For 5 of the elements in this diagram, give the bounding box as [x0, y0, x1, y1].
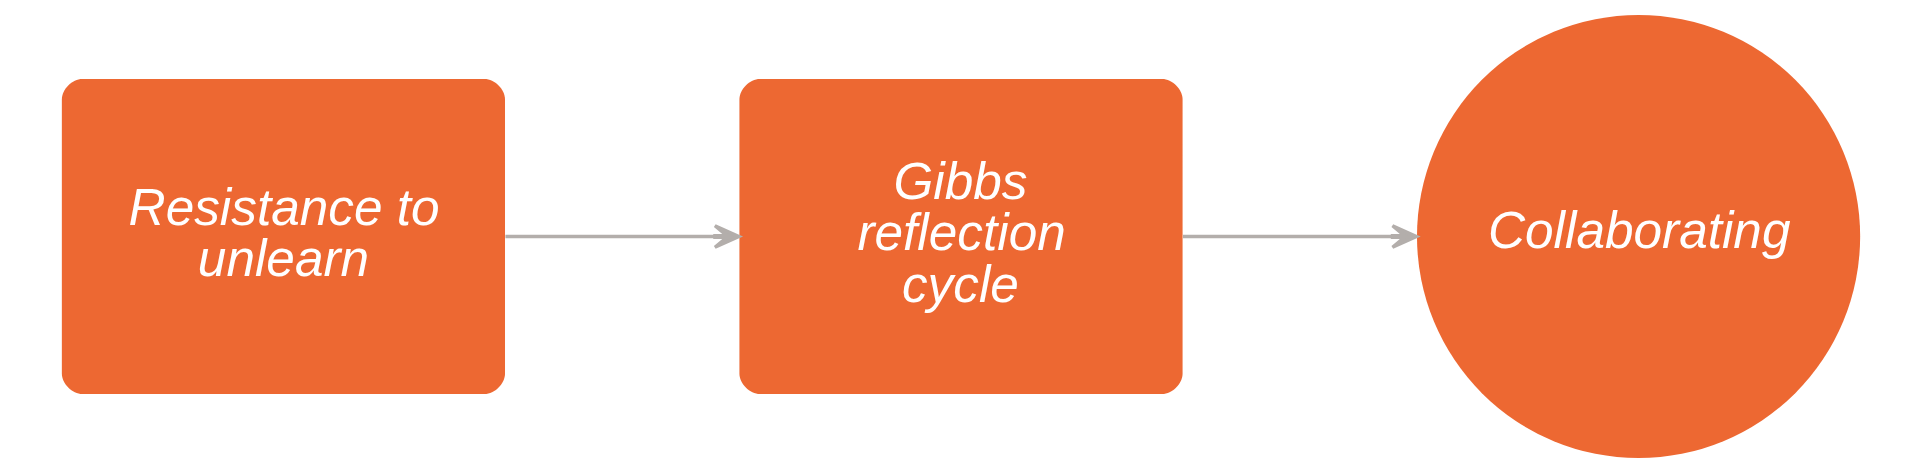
- arrow: [1183, 224, 1419, 249]
- node-circle: Collaborating: [1417, 14, 1861, 459]
- arrow: [505, 224, 741, 249]
- node-box: Gibbs reflection cycle: [739, 79, 1183, 394]
- node-box: Resistance to unlearn: [61, 79, 505, 394]
